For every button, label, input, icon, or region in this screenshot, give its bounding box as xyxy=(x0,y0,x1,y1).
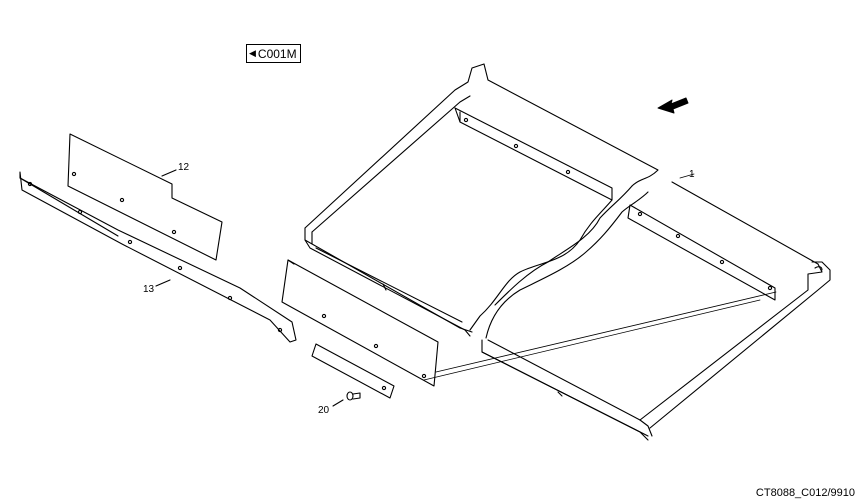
direction-arrow-icon xyxy=(657,97,689,114)
tray-upper-section xyxy=(304,63,659,337)
screw-20 xyxy=(332,391,361,407)
reference-label: C001M xyxy=(257,46,297,61)
left-triangle-icon: ◀ xyxy=(249,48,256,58)
reference-tag: ◀ C001M xyxy=(246,44,301,63)
callout-12: 12 xyxy=(178,162,190,173)
part-12-plate xyxy=(67,133,223,261)
front-plate xyxy=(281,259,439,387)
figure-id: CT8088_C012/9910 xyxy=(755,487,855,499)
callout-1: 1 xyxy=(689,169,695,180)
callout-20: 20 xyxy=(318,405,330,416)
callout-13: 13 xyxy=(143,284,155,295)
tray-lower-section xyxy=(481,181,831,441)
small-bracket xyxy=(311,343,395,399)
part-13-strip xyxy=(19,171,297,343)
assembly-lines xyxy=(423,173,777,381)
